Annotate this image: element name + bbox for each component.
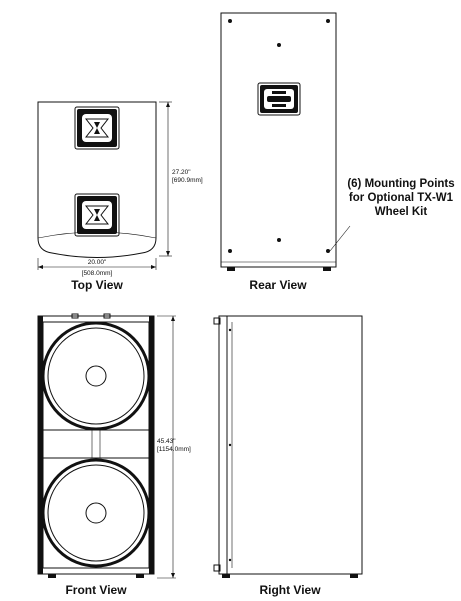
mounting-note-line3: Wheel Kit: [375, 206, 428, 218]
rear-screw: [326, 19, 330, 23]
top-handle-upper: [74, 106, 120, 150]
rear-view: (6) Mounting Points for Optional TX-W1 W…: [220, 12, 455, 292]
top-depth-inches: 27.20": [172, 169, 191, 176]
mounting-point: [326, 249, 330, 253]
front-view-label: Front View: [65, 583, 127, 597]
rear-screw: [228, 19, 232, 23]
right-view-cabinet: [218, 315, 363, 575]
top-view-outline: [37, 101, 157, 258]
front-height-inches: 45.43": [157, 438, 176, 445]
top-width-mm: [508.0mm]: [82, 270, 113, 277]
front-height-dimension: 45.43" [1154.0mm]: [157, 315, 191, 579]
top-view-label: Top View: [71, 278, 123, 292]
rear-handle: [257, 82, 301, 116]
top-depth-mm: [690.9mm]: [172, 177, 203, 184]
mounting-note-line2: for Optional TX-W1: [349, 192, 454, 204]
front-height-mm: [1154.0mm]: [157, 446, 191, 453]
front-view: 45.43" [1154.0mm] Front View: [37, 313, 191, 597]
lower-woofer: [41, 458, 151, 568]
top-view: 27.20" [690.9mm] 20.00" [508.0mm] Top Vi…: [37, 101, 203, 292]
right-view: Right View: [213, 315, 363, 597]
top-handle-lower: [74, 193, 120, 237]
top-width-inches: 20.00": [88, 259, 107, 266]
mounting-note-line1: (6) Mounting Points: [347, 178, 454, 190]
rear-screw: [277, 43, 281, 47]
right-view-label: Right View: [259, 583, 321, 597]
mounting-leader-line: [329, 225, 351, 252]
rear-screw: [277, 238, 281, 242]
rear-view-label: Rear View: [249, 278, 307, 292]
rear-view-cabinet: [220, 12, 337, 268]
mounting-point: [228, 249, 232, 253]
top-width-dimension: 20.00" [508.0mm]: [37, 258, 157, 277]
top-depth-dimension: 27.20" [690.9mm]: [159, 101, 203, 257]
upper-woofer: [41, 321, 151, 431]
bass-port: [42, 429, 150, 459]
